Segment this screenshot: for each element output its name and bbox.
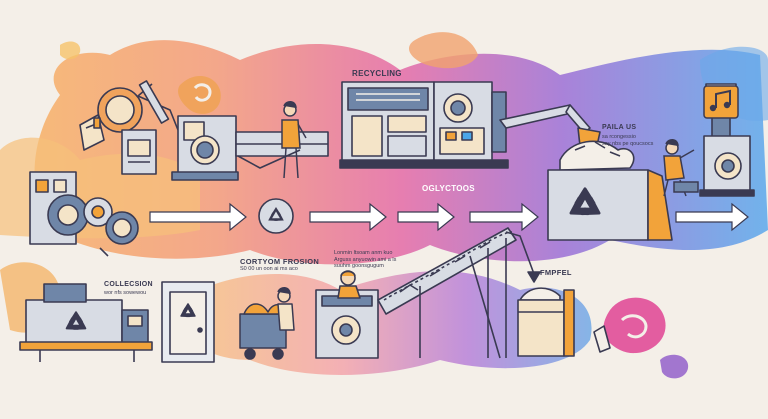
label-cortyom-sub: S0 00 un oon ai ms aco [240, 266, 298, 272]
claw-feeder [79, 80, 179, 175]
label-fmpfel: FMPFEL [540, 268, 572, 277]
label-lower-note: Lonmin ltsoam anm kuo Arguss anyuowin am… [334, 250, 397, 269]
arrow-right-icon [675, 202, 749, 232]
worker-cart [239, 287, 295, 360]
output-bin [517, 287, 611, 357]
label-collection: COLLECSION [104, 281, 153, 288]
worker-figure-1 [281, 101, 307, 179]
label-recycling: RECYCLING [352, 69, 402, 78]
worker-figure-2 [663, 139, 699, 197]
arrow-right-icon [149, 202, 247, 232]
arrow-right-icon [469, 202, 539, 232]
sorting-bin [547, 140, 673, 241]
collection-truck [19, 283, 153, 362]
label-pala-us-sub: sa rcongessio say nbs pe qoucsocs [602, 134, 654, 147]
label-oglyctoos: OGLYCTOOS [422, 184, 475, 193]
music-note-icon [703, 85, 739, 119]
collection-building [29, 171, 139, 257]
arrow-right-icon [397, 202, 455, 232]
flow-arrows [149, 202, 749, 232]
label-cortyom: CORTYOM FROSION [240, 257, 320, 266]
label-collection-sub: wor nfs sowewou [104, 290, 147, 296]
recycling-door [161, 281, 215, 363]
arrow-right-icon [309, 202, 387, 232]
recycling-machine [339, 81, 509, 169]
conveyor-machine [315, 227, 541, 359]
label-pala-us: PAILA US [602, 124, 637, 131]
center-recycle-badge [258, 198, 294, 234]
